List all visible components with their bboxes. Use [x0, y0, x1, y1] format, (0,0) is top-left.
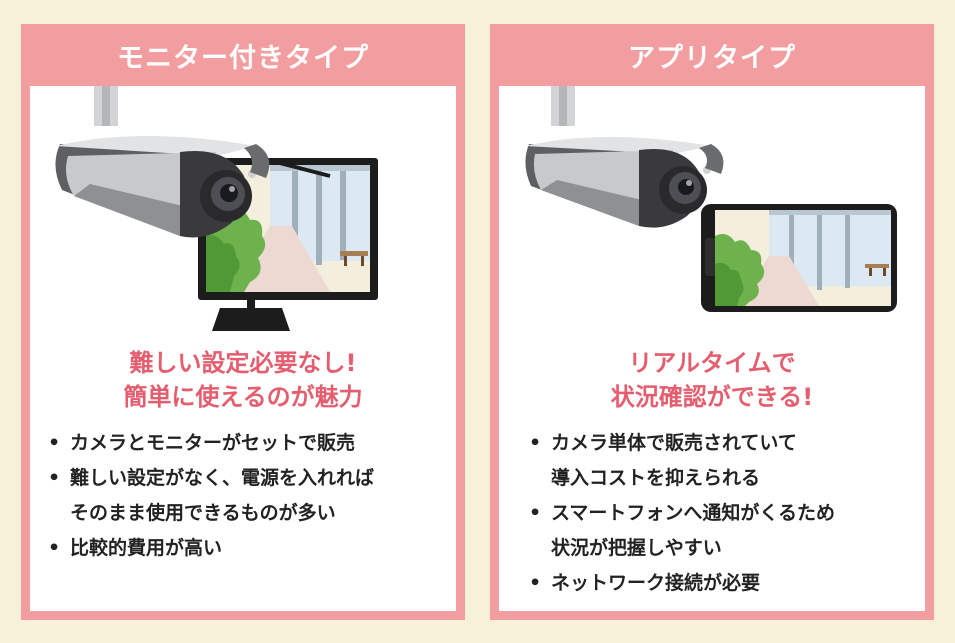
headline-line-2: 状況確認ができる!	[610, 383, 814, 411]
headline-line-1: 難しい設定必要なし!	[129, 349, 357, 377]
panel-title: アプリタイプ	[628, 42, 796, 74]
list-item: カメラ単体で販売されていて 導入コストを抑えられる	[529, 426, 919, 496]
panel-body: 難しい設定必要なし! 簡単に使えるのが魅力 カメラとモニターがセットで販売 難し…	[30, 86, 456, 611]
list-item: スマートフォンへ通知がくるため 状況が把握しやすい	[529, 496, 919, 566]
headline-line-1: リアルタイムで	[628, 349, 796, 377]
security-camera-icon	[55, 86, 270, 238]
panel-body: リアルタイムで 状況確認ができる! カメラ単体で販売されていて 導入コストを抑え…	[499, 86, 925, 611]
right-headline: リアルタイムで 状況確認ができる!	[499, 346, 925, 414]
feature-list: カメラ単体で販売されていて 導入コストを抑えられる スマートフォンへ通知がくるた…	[529, 426, 919, 601]
list-item: カメラとモニターがセットで販売	[48, 426, 448, 461]
list-item: 比較的費用が高い	[48, 531, 448, 566]
camera-with-monitor-illustration	[55, 86, 378, 331]
app-type-panel: アプリタイプ	[490, 24, 934, 620]
left-headline: 難しい設定必要なし! 簡単に使えるのが魅力	[30, 346, 456, 414]
feature-list: カメラとモニターがセットで販売 難しい設定がなく、電源を入れれば そのまま使用で…	[48, 426, 448, 566]
monitor-type-panel: モニター付きタイプ	[21, 24, 465, 620]
headline-line-2: 簡単に使えるのが魅力	[123, 383, 363, 411]
smartphone-icon	[701, 204, 897, 312]
list-item: 難しい設定がなく、電源を入れれば そのまま使用できるものが多い	[48, 461, 448, 531]
security-camera-icon	[525, 86, 724, 228]
list-item: ネットワーク接続が必要	[529, 566, 919, 601]
panel-title: モニター付きタイプ	[117, 42, 369, 74]
camera-with-smartphone-illustration	[525, 86, 897, 312]
